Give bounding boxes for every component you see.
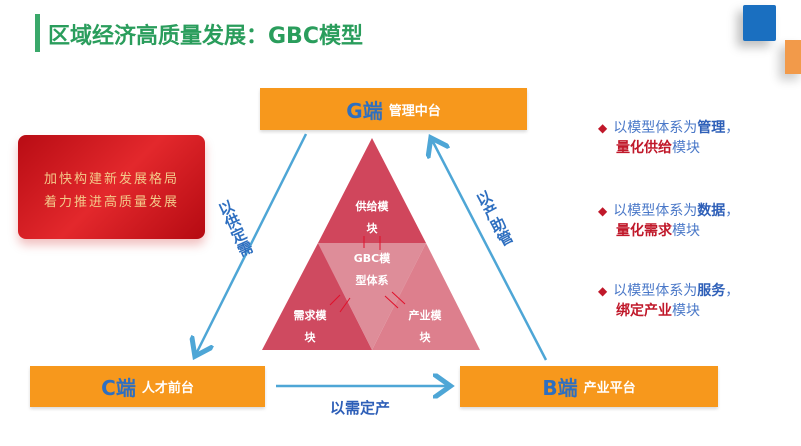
triangle-right-section bbox=[372, 243, 480, 350]
logo-orange-square bbox=[785, 40, 801, 74]
logo-blue-square bbox=[743, 5, 776, 41]
node-b-industry: B端 产业平台 bbox=[460, 366, 718, 407]
page-title: 区域经济高质量发展：GBC模型 bbox=[48, 24, 363, 49]
node-b-letter: B端 bbox=[542, 376, 578, 400]
arrow-b-to-g bbox=[432, 140, 548, 361]
bullet-item-1: ◆以模型体系为管理， 量化供给模块 bbox=[598, 120, 740, 156]
slogan-line-1: 加快构建新发展格局 bbox=[43, 172, 179, 187]
node-c-label: 人才前台 bbox=[141, 381, 194, 396]
triangle-left-section bbox=[262, 243, 372, 350]
triangle-center-section bbox=[318, 243, 426, 350]
title-accent-bar bbox=[35, 14, 40, 52]
arrow-g-to-c bbox=[196, 133, 308, 354]
node-b-label: 产业平台 bbox=[583, 381, 636, 396]
bullet-item-3: ◆以模型体系为服务， 绑定产业模块 bbox=[598, 283, 740, 319]
edge-label-c-to-b: 以需定产 bbox=[330, 399, 391, 417]
diamond-bullet-icon: ◆ bbox=[598, 121, 608, 135]
node-c-talent: C端 人才前台 bbox=[30, 366, 265, 407]
node-g-management: G端 管理中台 bbox=[260, 88, 527, 130]
diamond-bullet-icon: ◆ bbox=[598, 204, 608, 218]
triangle-label-demand: 需求模块 bbox=[293, 309, 327, 344]
diamond-bullet-icon: ◆ bbox=[598, 284, 608, 298]
triangle-label-supply: 供给模块 bbox=[355, 200, 389, 235]
node-c-letter: C端 bbox=[101, 376, 136, 400]
slogan-card: 加快构建新发展格局 着力推进高质量发展 bbox=[18, 135, 205, 239]
node-g-label: 管理中台 bbox=[388, 103, 441, 119]
bullet-item-2: ◆以模型体系为数据， 量化需求模块 bbox=[598, 203, 740, 239]
triangle-label-industry: 产业模块 bbox=[408, 309, 442, 344]
triangle-top-section bbox=[318, 138, 426, 243]
triangle-flow-arrows bbox=[329, 236, 406, 313]
slogan-line-2: 着力推进高质量发展 bbox=[43, 195, 179, 210]
node-g-letter: G端 bbox=[346, 98, 383, 123]
triangle-label-center: GBC模型体系 bbox=[353, 252, 391, 287]
